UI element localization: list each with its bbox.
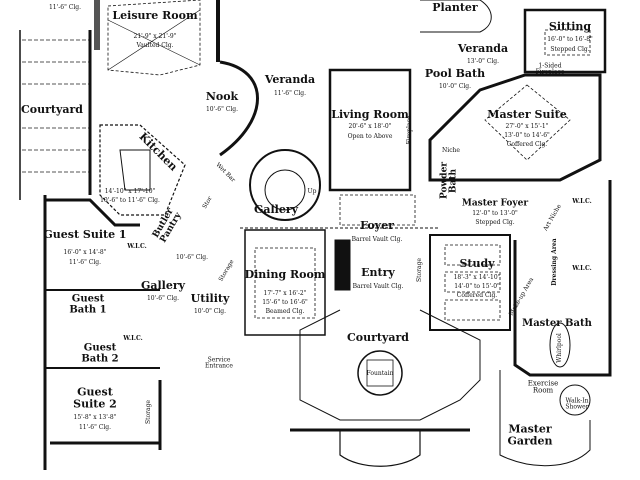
guest-suite-2-clg: 11'-6" Clg. — [78, 423, 112, 431]
wic-guest-2: W.I.C. — [123, 334, 143, 342]
master-suite-clg: Coffered Clg. — [506, 140, 548, 148]
sitting-clg: Stepped Clg. — [550, 45, 590, 53]
master-suite-dims2: 13'-0" to 14'-6" — [504, 131, 550, 139]
study-clg: Coffered Clg. — [456, 291, 498, 299]
veranda-east-clg: 13'-0" Clg. — [466, 57, 500, 65]
living-fireplace: Fireplace — [405, 115, 413, 145]
storage-guest-2: Storage — [144, 400, 152, 424]
kitchen-clg: 10'-6" to 11'-6" Clg. — [100, 196, 160, 204]
room-gallery-north: Gallery — [253, 203, 299, 217]
room-dining-room: Dining Room — [244, 268, 326, 282]
stair-up: Up — [307, 187, 317, 195]
guest-suite-1-clg: 11'-6" Clg. — [68, 258, 102, 266]
leisure-clg: Vaulted Clg. — [136, 41, 174, 49]
room-gallery-south: Gallery — [140, 279, 186, 293]
niche: Niche — [442, 146, 460, 154]
room-leisure-room: Leisure Room — [112, 9, 198, 23]
room-guest-bath-1: Guest Bath 1 — [69, 293, 107, 315]
utility-clg: 10'-0" Clg. — [193, 307, 227, 315]
wic-guest-1: W.I.C. — [127, 242, 147, 250]
room-nook: Nook — [205, 90, 239, 104]
room-guest-bath-2: Guest Bath 2 — [81, 342, 119, 364]
master-foyer-clg: Stepped Clg. — [475, 218, 515, 226]
room-courtyard-main: Courtyard — [347, 331, 409, 345]
wic-master-south: W.I.C. — [572, 264, 592, 272]
master-garden: Master Garden — [507, 422, 553, 447]
living-dims: 20'-6" x 18'-0" — [348, 122, 392, 130]
entry-clg: Barrel Vault Clg. — [352, 282, 404, 290]
fireplace-1-sided: 1-Sided Fireplace — [535, 62, 565, 76]
room-powder-bath: Powder Bath — [439, 161, 459, 199]
room-master-suite: Master Suite — [487, 108, 567, 122]
leisure-dims: 21'-9" x 21'-9" — [133, 32, 177, 40]
study-dims2: 14'-0" to 15'-0" — [454, 282, 500, 290]
room-master-foyer: Master Foyer — [461, 198, 529, 209]
wic-master-north: W.I.C. — [572, 197, 592, 205]
room-entry: Entry — [361, 266, 395, 280]
room-utility: Utility — [190, 292, 230, 306]
ceiling-note: 11'-6" Clg. — [48, 3, 82, 11]
dressing-area: Dressing Area — [550, 238, 558, 286]
pool-bath-clg: 10'-0" Clg. — [438, 82, 472, 90]
planter: Planter — [432, 1, 478, 15]
foyer-clg: Barrel Vault Clg. — [351, 235, 403, 243]
dining-dims2: 15'-6" to 16'-6" — [262, 298, 308, 306]
nook-clg: 10'-6" Clg. — [205, 105, 239, 113]
fountain: Fountain — [366, 369, 394, 377]
master-foyer-dims: 12'-0" to 13'-0" — [472, 209, 518, 217]
gallery-south-clg: 10'-6" Clg. — [146, 294, 180, 302]
study-dims: 18'-3" x 14'-10" — [453, 273, 501, 281]
guest-suite-2-dims: 15'-8" x 13'-8" — [73, 413, 117, 421]
room-foyer: Foyer — [360, 219, 394, 233]
kitchen-dims: 14'-10" x 17'-10" — [104, 187, 156, 195]
veranda-west-clg: 11'-6" Clg. — [273, 89, 307, 97]
walk-in-shower: Walk-In Shower — [565, 397, 589, 411]
room-master-bath: Master Bath — [522, 317, 592, 329]
whirlpool: Whirlpool — [555, 333, 563, 363]
room-veranda-west: Veranda — [264, 73, 316, 87]
room-guest-suite-1: Guest Suite 1 — [43, 228, 127, 242]
room-study: Study — [459, 257, 495, 271]
storage-entry: Storage — [415, 258, 423, 282]
room-pool-bath: Pool Bath — [424, 67, 486, 81]
exercise-room: Exercise Room — [527, 379, 559, 395]
room-veranda-east: Veranda — [457, 42, 509, 56]
service-entrance: Service Entrance — [205, 356, 233, 370]
room-living-room: Living Room — [331, 108, 409, 122]
living-clg: Open to Above — [347, 132, 393, 140]
guest-suite-1-dims: 16'-0" x 14'-8" — [63, 248, 107, 256]
room-courtyard-west: Courtyard — [21, 103, 83, 117]
dining-dims: 17'-7" x 16'-2" — [263, 289, 307, 297]
sitting-dims: 16'-0" to 16'-8" — [547, 35, 593, 43]
butler-pantry-clg: 10'-6" Clg. — [175, 253, 209, 261]
dining-clg: Beamed Clg. — [265, 307, 305, 315]
room-guest-suite-2: Guest Suite 2 — [73, 385, 117, 410]
master-suite-dims: 27'-0" x 15'-1" — [505, 122, 549, 130]
room-sitting: Sitting — [548, 20, 592, 34]
